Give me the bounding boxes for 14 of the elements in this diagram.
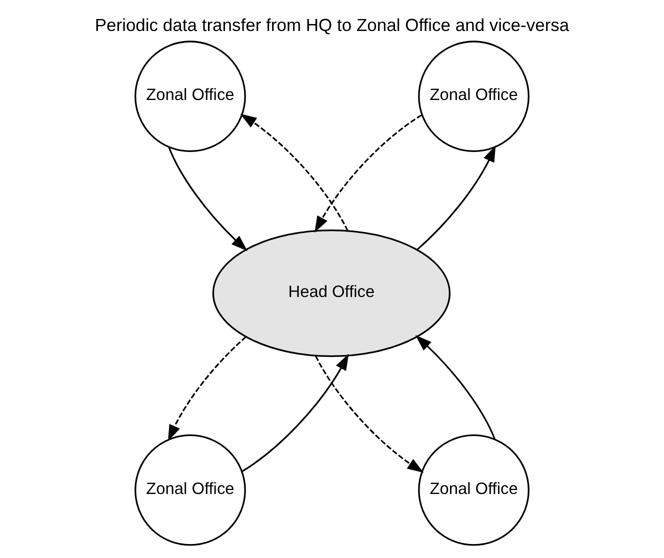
node-circle: Zonal Office	[418, 434, 530, 546]
arrow	[314, 356, 424, 473]
arrow	[242, 354, 349, 472]
node-circle: Zonal Office	[418, 40, 530, 152]
arrow	[168, 147, 248, 252]
arrow	[314, 114, 422, 233]
arrow	[168, 336, 247, 442]
diagram-title: Periodic data transfer from HQ to Zonal Office and vice-versa	[94, 15, 570, 36]
node-ellipse: Head Office	[212, 229, 451, 357]
arrow	[415, 335, 496, 440]
node-circle: Zonal Office	[134, 40, 246, 152]
node-circle: Zonal Office	[134, 434, 246, 546]
arrow	[240, 114, 348, 232]
arrow	[416, 145, 496, 250]
